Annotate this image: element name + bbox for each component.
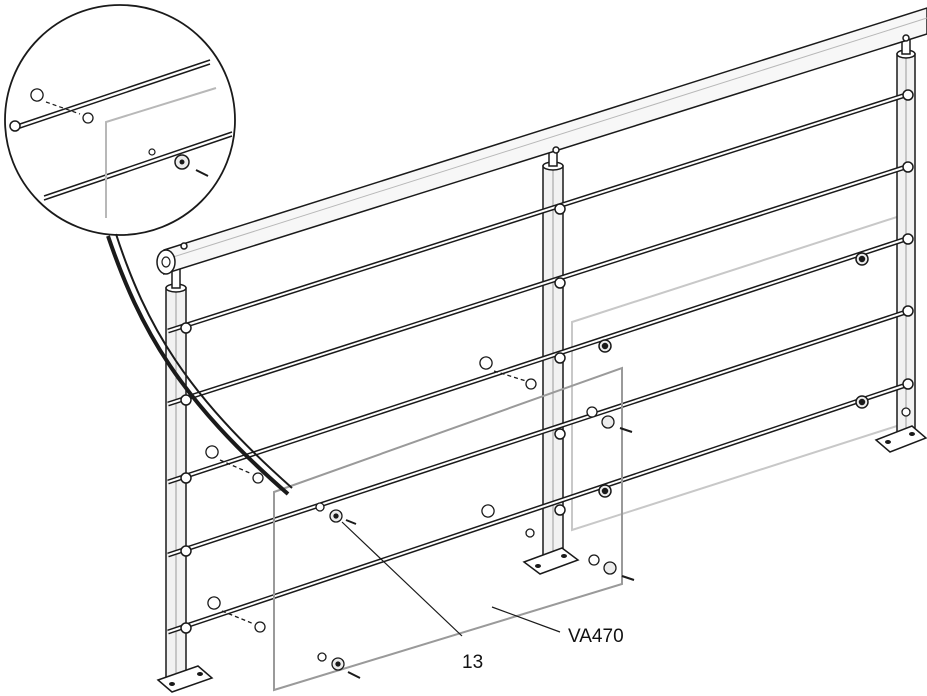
rod-2 — [167, 162, 913, 407]
leader-panel — [491, 606, 561, 633]
post-left — [156, 261, 214, 693]
rod-5 — [167, 380, 913, 635]
rod-4 — [167, 307, 913, 558]
rod-3 — [167, 234, 913, 485]
horizontal-rods — [167, 90, 913, 635]
leader-fixing — [341, 521, 463, 637]
handrail — [156, 7, 927, 276]
callout-label-fixing: 13 — [462, 652, 483, 673]
callout-leaders — [341, 521, 561, 637]
exploded-fixings — [205, 356, 911, 679]
post-right — [874, 33, 927, 453]
glass-panel-front — [273, 366, 623, 692]
glass-clamps — [598, 252, 869, 498]
rod-1 — [167, 90, 913, 334]
curved-leader-icon — [106, 233, 293, 496]
callout-label-panel: VA470 — [568, 626, 624, 647]
magnifier-circle-icon — [4, 4, 236, 236]
post-middle — [522, 145, 580, 575]
rod-connectors — [180, 34, 914, 634]
